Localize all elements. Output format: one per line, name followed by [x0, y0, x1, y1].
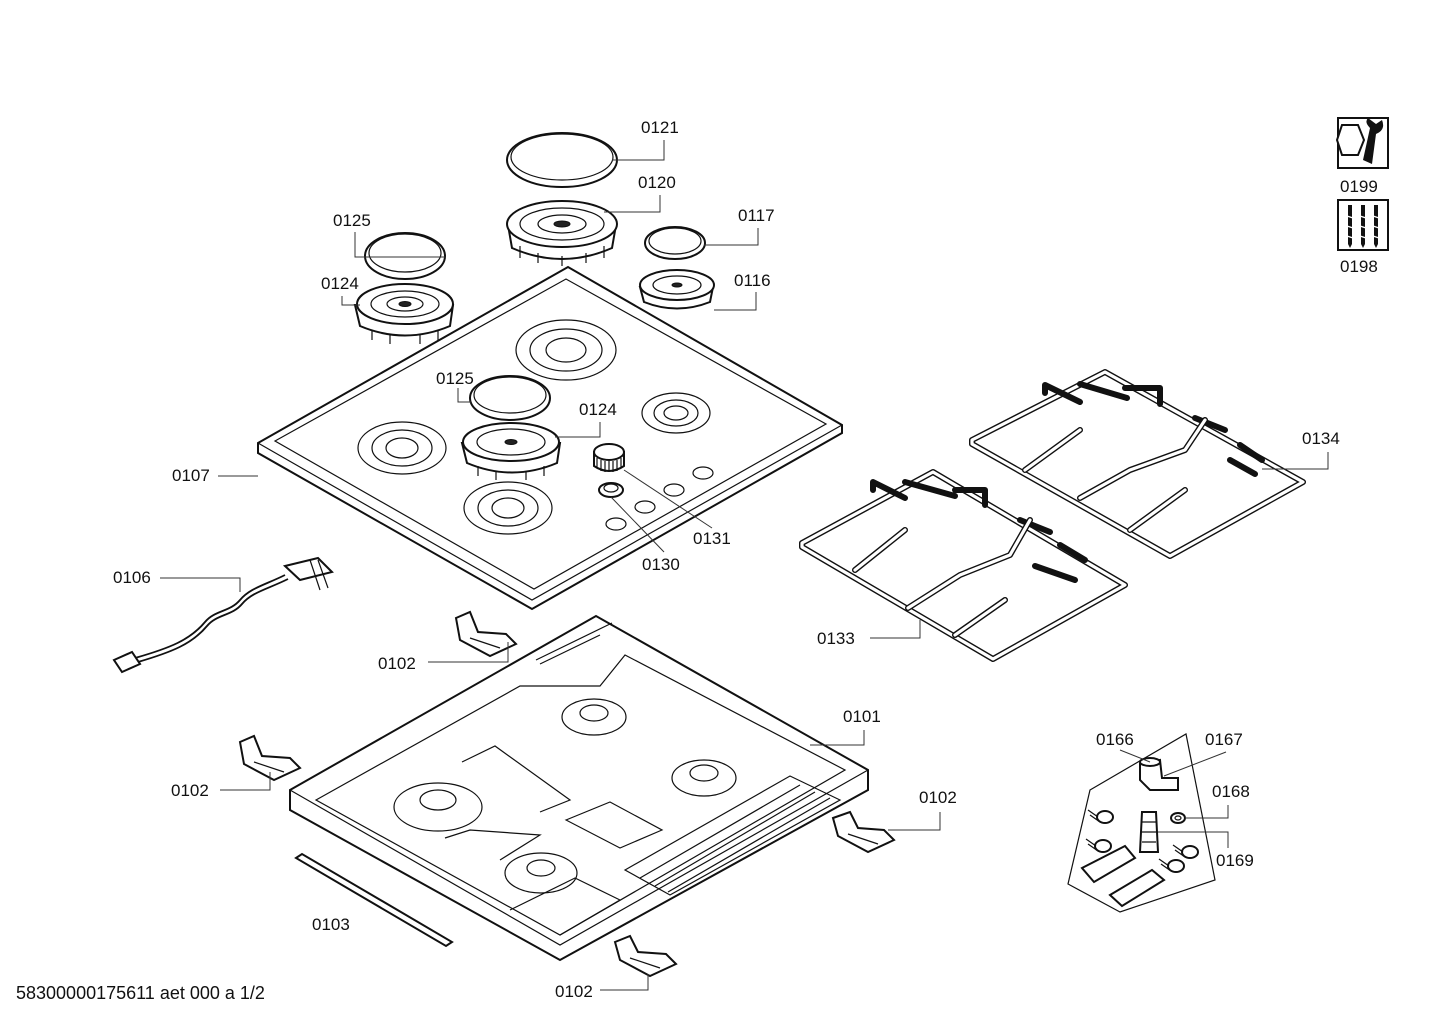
screws-icon[interactable]: [1337, 199, 1389, 251]
label-0106[interactable]: 0106: [113, 568, 151, 587]
label-0168[interactable]: 0168: [1212, 782, 1250, 801]
knob-bezel-ring[interactable]: [598, 482, 624, 498]
bottom-tray[interactable]: [289, 614, 869, 962]
leader-lines: [160, 140, 1329, 991]
seal-strip[interactable]: [294, 852, 454, 948]
label-0102-c[interactable]: 0102: [919, 788, 957, 807]
gas-elbow-fitting[interactable]: [1139, 757, 1179, 791]
burner-cap-medium-mid[interactable]: [469, 375, 551, 421]
screw-1[interactable]: [1087, 809, 1114, 824]
label-0125-mid[interactable]: 0125: [436, 369, 474, 388]
screw-4[interactable]: [1158, 858, 1185, 873]
label-0124-top[interactable]: 0124: [321, 274, 359, 293]
fixing-bracket-3[interactable]: [831, 810, 896, 854]
zone-right-small: [641, 392, 711, 434]
control-knob[interactable]: [593, 443, 625, 472]
burner-cap-small-top[interactable]: [644, 226, 706, 260]
screw-2[interactable]: [1085, 838, 1112, 853]
label-0130[interactable]: 0130: [642, 555, 680, 574]
label-0102-a[interactable]: 0102: [378, 654, 416, 673]
wrench-nut-icon[interactable]: [1335, 117, 1389, 169]
drawing-number: 58300000175611 aet 000 a 1/2: [16, 983, 265, 1003]
sealing-washer[interactable]: [1170, 812, 1186, 824]
label-0117[interactable]: 0117: [738, 206, 775, 225]
zone-front: [463, 481, 553, 535]
gas-connection-kit[interactable]: [1067, 733, 1216, 913]
label-0121[interactable]: 0121: [641, 118, 679, 137]
fixing-bracket-2[interactable]: [238, 734, 302, 782]
label-0133[interactable]: 0133: [817, 629, 855, 648]
burner-large-top[interactable]: [506, 200, 618, 266]
gas-nozzle-fitting[interactable]: [1138, 811, 1160, 853]
part-labels: 0121 0120 0117 0125 0124 0116 0125 0124 …: [113, 118, 1378, 1001]
label-0120[interactable]: 0120: [638, 173, 676, 192]
zone-left: [357, 421, 447, 475]
burner-medium-top[interactable]: [353, 283, 455, 344]
label-0198[interactable]: 0198: [1340, 257, 1378, 276]
label-0102-d[interactable]: 0102: [555, 982, 593, 1001]
label-0199[interactable]: 0199: [1340, 177, 1378, 196]
zone-rear-large: [515, 319, 617, 381]
label-0134[interactable]: 0134: [1302, 429, 1340, 448]
label-0101[interactable]: 0101: [843, 707, 881, 726]
kit-bracket-2[interactable]: [1108, 868, 1166, 908]
label-0166[interactable]: 0166: [1096, 730, 1134, 749]
label-0125-top[interactable]: 0125: [333, 211, 371, 230]
pan-support-left[interactable]: [799, 469, 1128, 662]
label-0102-b[interactable]: 0102: [171, 781, 209, 800]
label-0167[interactable]: 0167: [1205, 730, 1243, 749]
burner-medium-mid[interactable]: [460, 422, 562, 480]
pan-support-right[interactable]: [969, 369, 1306, 559]
label-0107[interactable]: 0107: [172, 466, 210, 485]
label-0169[interactable]: 0169: [1216, 851, 1254, 870]
burner-cap-medium-top[interactable]: [364, 232, 446, 280]
burner-small-top[interactable]: [638, 269, 715, 310]
fixing-bracket-4[interactable]: [613, 934, 678, 978]
power-cable[interactable]: [112, 556, 334, 674]
label-0116[interactable]: 0116: [734, 271, 771, 290]
label-0103[interactable]: 0103: [312, 915, 350, 934]
kit-bracket-1[interactable]: [1080, 844, 1137, 884]
label-0124-mid[interactable]: 0124: [579, 400, 617, 419]
label-0131[interactable]: 0131: [693, 529, 731, 548]
burner-cap-large[interactable]: [506, 132, 618, 188]
screw-3[interactable]: [1172, 844, 1199, 859]
fixing-bracket-1[interactable]: [454, 610, 518, 658]
